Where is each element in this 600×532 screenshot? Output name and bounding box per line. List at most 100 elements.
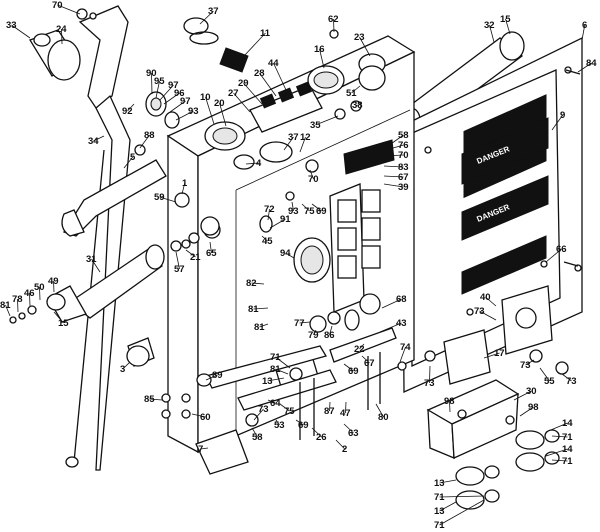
callout-15: 15 <box>58 318 69 329</box>
callout-4: 4 <box>256 158 262 169</box>
leader-line <box>17 298 19 313</box>
callout-71: 71 <box>270 352 281 363</box>
leader-line <box>243 82 263 105</box>
leader-line <box>525 359 535 366</box>
callout-63: 63 <box>348 428 359 439</box>
leader-line <box>122 361 131 370</box>
leader-line <box>275 419 280 426</box>
leader-line <box>261 235 268 242</box>
leader-line <box>275 356 291 369</box>
leader-line <box>577 62 592 73</box>
callout-27: 27 <box>228 88 239 99</box>
callout-37: 37 <box>208 6 219 17</box>
leader-line <box>159 84 174 101</box>
callout-83: 83 <box>398 162 409 173</box>
leader-line <box>449 400 451 413</box>
callout-23: 23 <box>354 32 365 43</box>
leader-line <box>439 479 457 484</box>
callout-81: 81 <box>248 304 259 315</box>
callout-98: 98 <box>528 402 539 413</box>
leader-line <box>429 365 431 384</box>
callout-24: 24 <box>56 24 67 35</box>
leader-line <box>291 201 294 212</box>
leader-line <box>375 403 384 418</box>
danger-plate-2: DANGER <box>461 175 549 241</box>
leader-line <box>355 104 358 107</box>
leader-line <box>267 208 270 221</box>
leader-line <box>200 447 209 450</box>
callout-73: 73 <box>520 360 531 371</box>
callout-43: 43 <box>396 318 407 329</box>
callout-87: 87 <box>324 406 335 417</box>
solenoid <box>424 285 569 385</box>
callout-60: 60 <box>200 412 211 423</box>
leader-line <box>205 374 218 381</box>
callout-71: 71 <box>434 520 445 531</box>
callout-1: 1 <box>182 178 188 189</box>
callout-76: 76 <box>398 140 409 151</box>
callout-45: 45 <box>262 236 273 247</box>
callout-81: 81 <box>0 300 11 311</box>
callout-28: 28 <box>254 68 265 79</box>
bolts <box>540 69 581 268</box>
leader-line <box>311 203 322 212</box>
leader-line <box>127 103 135 112</box>
boom-bracket <box>29 5 131 471</box>
leader-line <box>283 136 294 151</box>
callout-93: 93 <box>188 106 199 117</box>
callout-74: 74 <box>400 342 411 353</box>
leader-line <box>205 96 215 125</box>
leader-line <box>383 183 404 188</box>
callout-77: 77 <box>294 318 305 329</box>
leader-line <box>61 28 63 45</box>
callout-86: 86 <box>324 330 335 341</box>
callout-14: 14 <box>562 418 573 429</box>
callout-55: 55 <box>544 376 555 387</box>
leader-line <box>439 499 485 526</box>
leader-line <box>539 367 550 382</box>
callout-69: 69 <box>348 366 359 377</box>
callout-97: 97 <box>180 96 191 107</box>
callout-40: 40 <box>480 292 491 303</box>
leader-line <box>295 419 304 426</box>
leader-line <box>259 323 269 328</box>
leader-line <box>275 368 289 375</box>
callout-58: 58 <box>398 130 409 141</box>
callout-93: 93 <box>288 206 299 217</box>
leader-line <box>319 48 325 69</box>
leader-line <box>175 110 194 121</box>
callout-84: 84 <box>586 58 597 69</box>
leader-line <box>267 377 285 382</box>
callout-14: 14 <box>562 444 573 455</box>
callout-34: 34 <box>88 136 99 147</box>
callout-12: 12 <box>300 132 311 143</box>
callout-65: 65 <box>206 248 217 259</box>
callout-81: 81 <box>254 322 265 333</box>
leader-line <box>181 182 186 195</box>
callout-95: 95 <box>154 76 165 87</box>
leader-line <box>285 252 295 259</box>
callout-91: 91 <box>280 214 291 225</box>
callout-59: 59 <box>154 192 165 203</box>
leader-line <box>359 36 371 57</box>
callout-9: 9 <box>560 110 565 121</box>
leader-line <box>359 343 365 350</box>
callout-67: 67 <box>364 358 375 369</box>
battery-box <box>426 379 520 459</box>
lower-parts <box>205 309 407 440</box>
leader-line <box>199 10 214 25</box>
leader-line <box>439 501 457 512</box>
leader-line <box>191 413 206 418</box>
callout-44: 44 <box>268 58 279 69</box>
callout-98: 98 <box>444 396 455 407</box>
leader-line <box>267 399 276 404</box>
leader-line <box>333 18 335 33</box>
leader-line <box>545 422 568 433</box>
callout-71: 71 <box>562 432 573 443</box>
callout-70: 70 <box>52 0 63 11</box>
callout-97: 97 <box>168 80 179 91</box>
leader-line <box>381 298 402 309</box>
callout-69: 69 <box>298 420 309 431</box>
callout-85: 85 <box>144 394 155 405</box>
